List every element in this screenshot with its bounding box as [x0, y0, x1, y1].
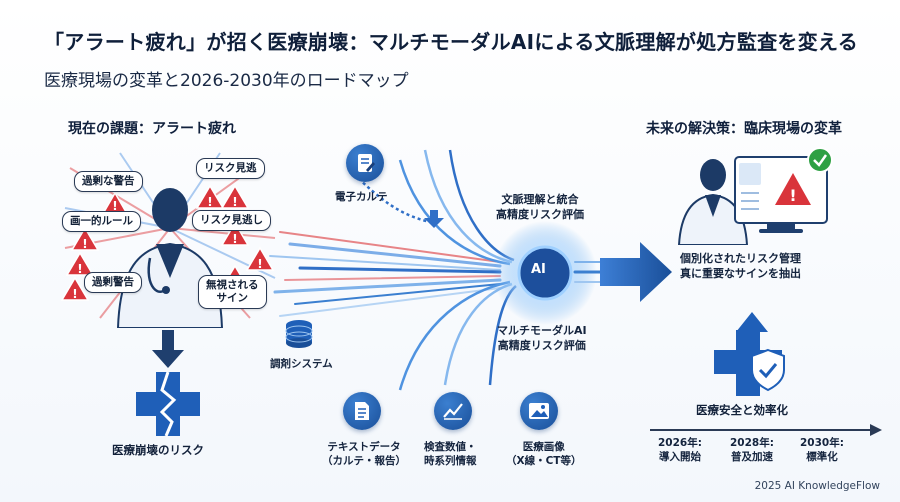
- personalized-risk-caption: 個別化されたリスク管理 真に重要なサインを抽出: [680, 252, 801, 280]
- text-data-label: テキストデータ （カルテ・報告）: [322, 441, 406, 468]
- ehr-document-icon: [346, 144, 384, 182]
- timeline-year: 2030年:: [800, 437, 844, 449]
- medical-image-label: 医療画像 （X線・CT等）: [506, 441, 582, 468]
- safety-cross-shield-icon: [714, 330, 785, 396]
- pharmacy-system-label: 調剤システム: [270, 358, 333, 370]
- doctor-monitor-illustration: !: [677, 147, 833, 245]
- ai-core-label: AI: [531, 262, 546, 277]
- alert-bubble-excess-warning: 過剰な警告: [74, 171, 143, 193]
- left-heading: 現在の課題：アラート疲れ: [68, 121, 236, 137]
- safety-efficiency-label: 医療安全と効率化: [696, 403, 788, 417]
- timeline-label: 導入開始: [658, 451, 701, 464]
- svg-text:!: !: [82, 237, 87, 251]
- timeline-label: 標準化: [806, 451, 838, 464]
- svg-text:!: !: [232, 195, 237, 209]
- timeline-2028: 2028年: 普及加速: [730, 436, 774, 464]
- timeline-label: 普及加速: [730, 451, 773, 464]
- svg-text:!: !: [789, 186, 796, 205]
- lab-values-label: 検査数値・ 時系列情報: [424, 441, 477, 468]
- broken-medical-cross-icon: [136, 371, 200, 437]
- image-icon: [520, 392, 558, 430]
- page-title: 「アラート疲れ」が招く医療崩壊：マルチモーダルAIによる文脈理解が処方監査を変え…: [44, 30, 859, 54]
- right-heading: 未来の解決策：臨床現場の変革: [646, 121, 842, 137]
- context-label: 文脈理解と統合 高精度リスク評価: [496, 193, 584, 221]
- svg-text:!: !: [77, 262, 82, 276]
- alert-bubble-missed-risk: リスク見逃: [196, 158, 265, 180]
- alert-bubble-uniform-rules: 画一的ルール: [62, 211, 141, 233]
- timeline-2026: 2026年: 導入開始: [658, 436, 702, 464]
- collapse-risk-label: 医療崩壊のリスク: [112, 443, 204, 457]
- alert-bubble-over-alert: 過剰警告: [84, 272, 142, 294]
- chart-icon: [434, 392, 472, 430]
- svg-text:!: !: [72, 287, 77, 301]
- timeline-year: 2026年:: [658, 437, 702, 449]
- footer-credit: 2025 AI KnowledgeFlow: [754, 480, 880, 492]
- alert-bubble-missed-risk-2: リスク見逃し: [192, 210, 271, 232]
- svg-text:!: !: [112, 199, 117, 213]
- timeline-year: 2028年:: [730, 437, 774, 449]
- text-data-icon: [343, 392, 381, 430]
- svg-text:!: !: [207, 195, 212, 209]
- svg-text:!: !: [257, 257, 262, 271]
- ehr-label: 電子カルテ: [335, 191, 388, 203]
- timeline-2030: 2030年: 標準化: [800, 436, 844, 464]
- multimodal-label: マルチモーダルAI 高精度リスク評価: [497, 324, 587, 352]
- page-subtitle: 医療現場の変革と2026-2030年のロードマップ: [44, 71, 409, 91]
- svg-text:!: !: [232, 232, 237, 246]
- database-icon: [285, 320, 313, 348]
- alert-bubble-ignored-signs: 無視される サイン: [198, 275, 267, 310]
